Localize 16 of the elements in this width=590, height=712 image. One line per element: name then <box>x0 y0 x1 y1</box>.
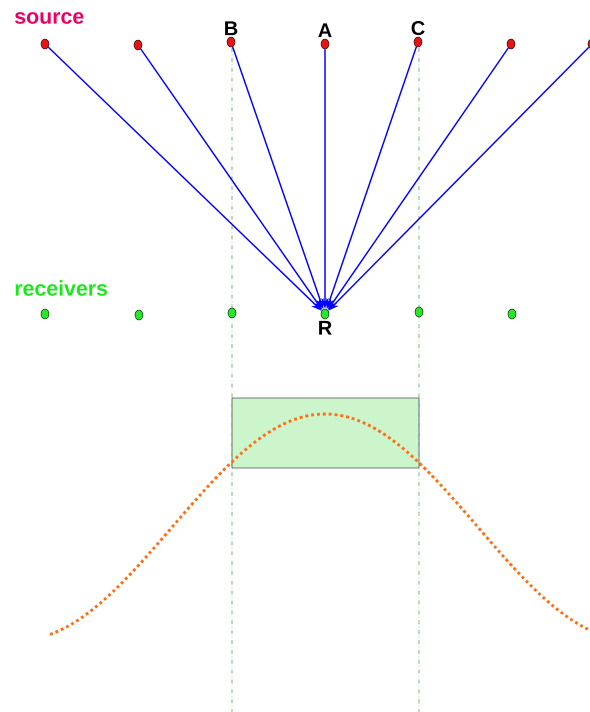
node-label: A <box>318 23 332 38</box>
receiver-dot <box>228 308 236 318</box>
source-dot <box>506 38 516 50</box>
section-label: receivers <box>16 280 108 296</box>
receiver-dot <box>414 306 424 318</box>
source-dot <box>134 40 142 50</box>
node-label: R <box>319 320 332 335</box>
source-dot <box>40 38 50 50</box>
source-dot <box>588 38 590 50</box>
receiver-dot <box>40 308 50 320</box>
window-box <box>232 398 420 468</box>
receiver-dot <box>508 308 516 320</box>
node-label: C <box>412 20 425 36</box>
node-label: B <box>225 21 238 36</box>
section-label: source <box>15 12 84 24</box>
receiver-dot <box>134 310 144 320</box>
